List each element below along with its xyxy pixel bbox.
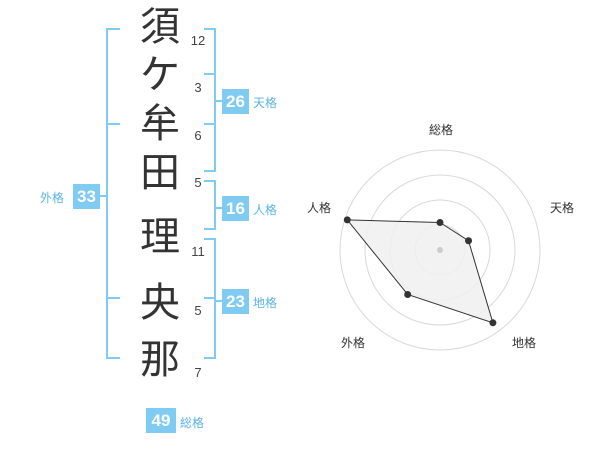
radar-center-dot [437, 247, 443, 253]
chikaku-bracket-connector [216, 300, 222, 302]
name-char-1: 須 [140, 4, 180, 50]
tenkaku-bracket-connector [216, 100, 222, 102]
chikaku-label: 地格 [253, 296, 278, 310]
name-char-5: 理 [140, 214, 180, 260]
name-char-7: 那 [140, 337, 180, 383]
radar-axis-label-3: 外格 [340, 336, 365, 350]
tenkaku-value: 26 [222, 89, 249, 114]
chikaku-value: 23 [222, 289, 249, 314]
chikaku-bracket-tick [204, 297, 216, 299]
radar-axis-label-4: 人格 [306, 201, 331, 215]
name-char-6: 央 [140, 280, 180, 326]
name-char-4: 田 [140, 150, 180, 196]
stroke-count-7: 7 [194, 365, 202, 380]
stroke-count-4: 5 [194, 175, 202, 190]
name-char-3: 牟 [140, 101, 180, 147]
stroke-count-3: 6 [194, 128, 202, 143]
tenkaku-bracket-tick-1 [204, 73, 216, 75]
tenkaku-label: 天格 [253, 96, 278, 110]
tenkaku-bracket-tick-2 [204, 123, 216, 125]
jinkaku-value: 16 [222, 196, 249, 221]
stroke-count-5: 11 [191, 244, 205, 259]
radar-point-2 [489, 319, 497, 327]
radar-series-polygon [346, 219, 494, 324]
outer-bracket-tick-1 [106, 123, 120, 125]
outer-bracket-tick-2 [106, 297, 120, 299]
tenkaku-bracket [204, 28, 216, 172]
jinkaku-bracket [204, 180, 216, 230]
radar-point-3 [404, 290, 412, 298]
gaikaku-value: 33 [73, 184, 100, 209]
soukaku-value: 49 [146, 408, 176, 433]
radar-point-1 [465, 237, 473, 245]
soukaku-label: 総格 [180, 416, 205, 430]
radar-axis-label-2: 地格 [511, 336, 536, 350]
outer-bracket-connector [98, 195, 106, 197]
jinkaku-label: 人格 [253, 203, 278, 217]
name-char-2: ケ [140, 52, 180, 98]
outer-bracket [106, 28, 120, 359]
radar-point-4 [343, 216, 351, 224]
stroke-count-6: 5 [194, 303, 202, 318]
stroke-count-1: 12 [190, 33, 206, 48]
stroke-count-2: 3 [194, 80, 202, 95]
radar-axis-label-1: 天格 [549, 201, 574, 215]
radar-point-0 [436, 219, 444, 226]
radar-axis-label-0: 総格 [428, 123, 453, 137]
jinkaku-bracket-connector [216, 207, 222, 209]
radar-ring-3 [364, 174, 516, 326]
gaikaku-label: 外格 [40, 191, 65, 205]
